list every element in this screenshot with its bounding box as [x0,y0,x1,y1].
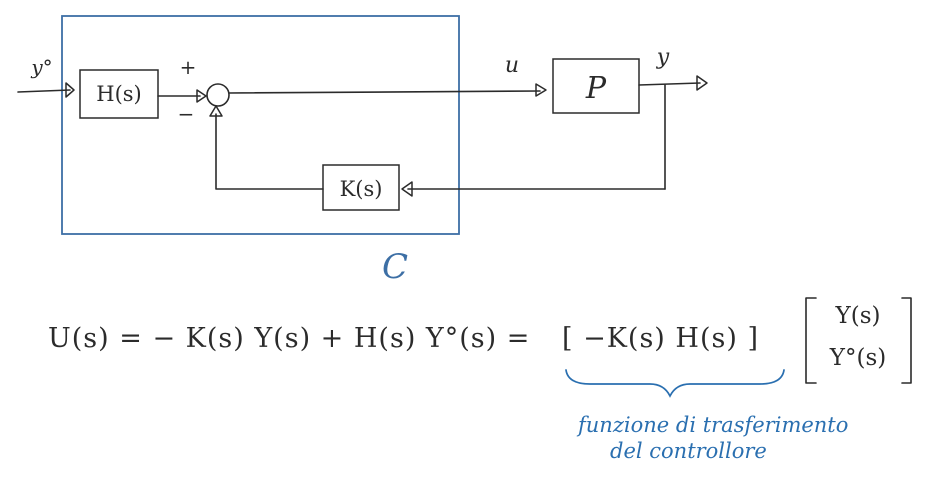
summing-junction [206,83,230,107]
column-vector-bottom: Y°(s) [829,345,886,371]
plant-block-label: P [585,71,607,106]
h-block-label: H(s) [96,82,141,106]
column-vector-top: Y(s) [835,303,881,329]
plant-block [552,58,640,114]
k-block [322,164,400,211]
sum-to-plant-arrowhead [535,83,547,97]
controller-label: C [382,247,408,287]
sum-to-plant-line [228,90,541,94]
h-to-sum-arrowhead [196,89,207,103]
h-block [79,69,159,119]
reference-input-line [17,89,71,93]
annotation-line-1: funzione di trasferimento [576,413,848,437]
output-arrowhead [696,75,708,91]
control-signal-label: u [505,53,519,78]
output-signal-label: y [656,45,670,70]
plus-sign: + [180,55,197,79]
reference-signal-label: y° [30,55,52,79]
equation-row-vector: [ −K(s) H(s) ] [562,323,759,354]
column-right-bracket [901,297,912,384]
k-block-label: K(s) [340,177,383,201]
minus-sign: − [178,102,195,126]
controller-boundary [61,15,460,235]
column-left-bracket [805,297,817,384]
k-to-sum-line [215,113,324,190]
equation-lhs: U(s) = − K(s) Y(s) + H(s) Y°(s) = [48,323,530,354]
feedback-arrowhead [401,181,413,197]
plant-output-line [638,82,701,86]
annotation-line-2: del controllore [610,439,767,463]
reference-arrowhead [65,82,75,98]
underbrace [565,369,785,398]
k-to-sum-arrowhead [209,105,223,117]
